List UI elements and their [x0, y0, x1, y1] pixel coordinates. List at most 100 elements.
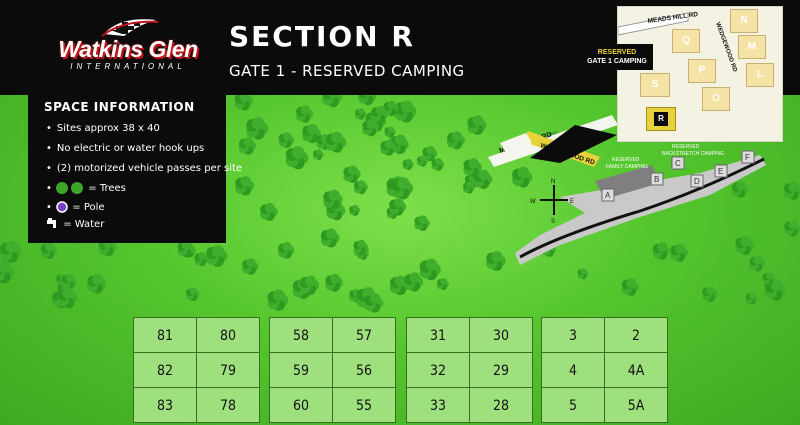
- inset-roads: MEADS HILL RD WEDGEWOOD RD: [618, 11, 738, 73]
- tree-icon: [242, 258, 259, 275]
- campsite-33[interactable]: 33: [406, 387, 470, 423]
- svg-text:E: E: [570, 199, 574, 205]
- campsite-4[interactable]: 4: [541, 352, 605, 388]
- campsite-82[interactable]: 82: [133, 352, 197, 388]
- tree-icon: [87, 274, 107, 294]
- inset-lot-n: N: [730, 9, 758, 33]
- page-subtitle: GATE 1 - RESERVED CAMPING: [229, 62, 465, 80]
- callout-pointer: [530, 125, 617, 163]
- tree-icon: [57, 287, 78, 309]
- info-title: SPACE INFORMATION: [44, 100, 195, 114]
- bullet-icon: •: [46, 183, 52, 194]
- tree-icon: [299, 275, 320, 296]
- tree-icon: [194, 252, 209, 267]
- reserved-callout: RESERVED GATE 1 CAMPING: [581, 44, 653, 70]
- tree-icon: [302, 124, 322, 144]
- svg-text:RESERVED: RESERVED: [672, 144, 700, 150]
- tree-icon: [745, 292, 758, 305]
- tree-icon: [320, 228, 340, 248]
- water-faucet-icon: [47, 218, 56, 228]
- tree-icon: [358, 95, 377, 106]
- campsite-28[interactable]: 28: [469, 387, 533, 423]
- tree-icon: [446, 131, 465, 150]
- campsite-32[interactable]: 32: [406, 352, 470, 388]
- info-item-hookups: No electric or water hook ups: [46, 143, 204, 154]
- campsite-59[interactable]: 59: [269, 352, 333, 388]
- tree-icon: [353, 180, 368, 195]
- tree-icon: [0, 259, 15, 284]
- tree-icon: [246, 117, 269, 140]
- campsite-83[interactable]: 83: [133, 387, 197, 423]
- tree-icon: [61, 273, 77, 290]
- campsite-3[interactable]: 3: [541, 317, 605, 353]
- campsite-2[interactable]: 2: [604, 317, 668, 353]
- zone-marker-d: D: [690, 174, 704, 188]
- campsite-30[interactable]: 30: [469, 317, 533, 353]
- inset-lot-o: O: [702, 87, 730, 111]
- space-information-panel: SPACE INFORMATION Sites approx 38 x 40 N…: [28, 95, 242, 243]
- info-item-passes: (2) motorized vehicle passes per site: [46, 163, 242, 174]
- zone-markers: A BCD E F: [601, 150, 755, 202]
- tree-icon: [577, 268, 589, 280]
- tree-icon: [380, 139, 396, 156]
- pole-icon: [56, 201, 68, 213]
- campsite-31[interactable]: 31: [406, 317, 470, 353]
- callout-line-1: RESERVED: [597, 49, 637, 56]
- tree-icon: [238, 137, 257, 155]
- tree-icon: [463, 181, 475, 194]
- tree-icon: [260, 202, 278, 221]
- tree-icon: [56, 182, 84, 194]
- tree-icon: [762, 272, 776, 286]
- tree-icon: [325, 273, 343, 292]
- tree-icon: [267, 289, 289, 311]
- campsite-60[interactable]: 60: [269, 387, 333, 423]
- bullet-icon: •: [46, 202, 52, 213]
- tree-icon: [463, 158, 482, 177]
- campsite-56[interactable]: 56: [332, 352, 396, 388]
- campsite-81[interactable]: 81: [133, 317, 197, 353]
- zone-marker-c: C: [671, 156, 685, 170]
- campsite-4a[interactable]: 4A: [604, 352, 668, 388]
- campsite-29[interactable]: 29: [469, 352, 533, 388]
- campsite-58[interactable]: 58: [269, 317, 333, 353]
- checkered-flag-icon: [101, 19, 159, 37]
- legend-trees: • = Trees: [46, 182, 126, 194]
- tree-icon: [234, 95, 253, 111]
- tree-icon: [749, 255, 766, 272]
- tree-icon: [316, 133, 332, 150]
- tree-icon: [185, 287, 200, 302]
- tree-icon: [467, 115, 487, 135]
- zone-marker-b: B: [650, 172, 664, 186]
- tree-icon: [731, 181, 749, 198]
- roads-layer: MEADS HILL RD WEDGEWOOD RD RESERVED FAMI…: [488, 115, 766, 265]
- campsite-55[interactable]: 55: [332, 387, 396, 423]
- tree-icon: [431, 158, 445, 171]
- campsite-5a[interactable]: 5A: [604, 387, 668, 423]
- reserved-backstretch-label: RESERVED BACKSTRETCH CAMPING: [662, 144, 724, 157]
- campsite-80[interactable]: 80: [196, 317, 260, 353]
- zone-marker-e: E: [714, 164, 728, 178]
- tree-icon: [735, 236, 754, 256]
- tree-icon: [323, 189, 343, 210]
- track-area: [515, 155, 766, 265]
- tree-icon: [349, 204, 361, 216]
- tree-icon: [343, 165, 361, 184]
- svg-text:F: F: [745, 153, 750, 162]
- campsite-5[interactable]: 5: [541, 387, 605, 423]
- tree-icon: [783, 181, 800, 200]
- tree-icon: [402, 158, 414, 170]
- tree-icon: [437, 278, 449, 291]
- tree-icon: [486, 251, 506, 271]
- svg-text:E: E: [718, 167, 723, 176]
- campsite-79[interactable]: 79: [196, 352, 260, 388]
- campsite-57[interactable]: 57: [332, 317, 396, 353]
- tree-icon: [295, 105, 314, 123]
- tree-icon: [384, 126, 396, 138]
- campsite-78[interactable]: 78: [196, 387, 260, 423]
- tree-icon: [364, 293, 384, 313]
- zone-marker-f: F: [741, 150, 755, 164]
- tree-icon: [670, 243, 688, 262]
- tree-icon: [354, 108, 367, 120]
- zone-marker-a: A: [601, 188, 615, 202]
- tree-icon: [391, 177, 414, 200]
